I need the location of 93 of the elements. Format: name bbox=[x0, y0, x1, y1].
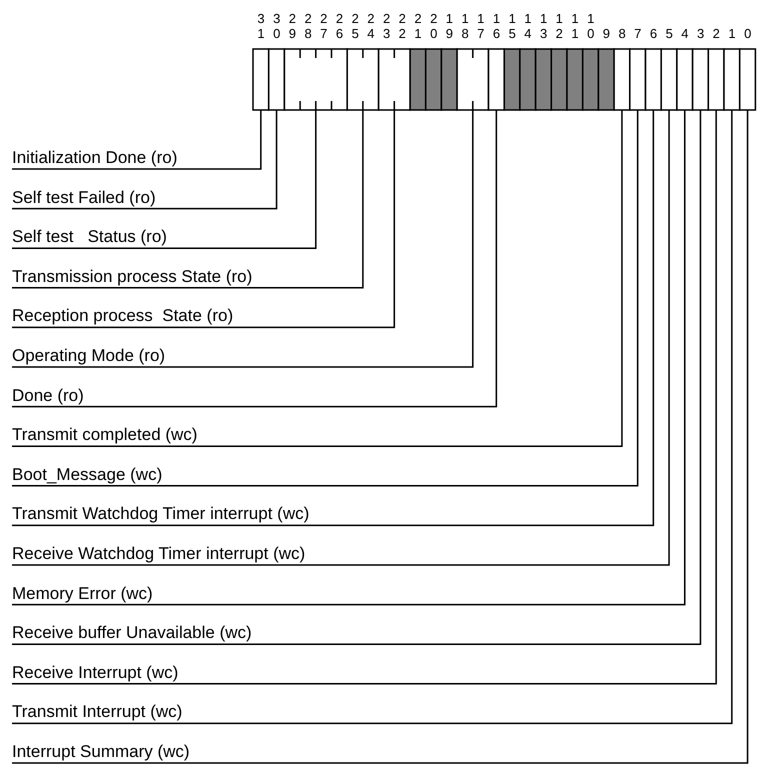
bit-number: 2 bbox=[366, 12, 376, 26]
bit-number: 1 bbox=[492, 12, 502, 26]
bit-number: 3 bbox=[696, 27, 706, 41]
field-label: Receive buffer Unavailable (wc) bbox=[12, 623, 252, 644]
leader-line bbox=[12, 110, 396, 328]
field-label: Boot_Message (wc) bbox=[12, 464, 162, 485]
leader-line bbox=[12, 110, 278, 210]
bit-field bbox=[613, 48, 631, 111]
field-label: Interrupt Summary (wc) bbox=[12, 742, 190, 762]
bit-number: 1 bbox=[538, 12, 548, 26]
bit-number: 0 bbox=[743, 27, 752, 41]
field-label: Transmit completed (wc) bbox=[12, 425, 198, 446]
leader-line bbox=[12, 110, 317, 249]
bit-number: 3 bbox=[272, 12, 282, 26]
bit-number: 6 bbox=[334, 27, 344, 41]
bit-number: 3 bbox=[538, 27, 548, 41]
bit-number: 9 bbox=[602, 27, 611, 41]
bit-field bbox=[708, 48, 725, 111]
bit-number: 0 bbox=[429, 27, 438, 41]
field-label: Memory Error (wc) bbox=[12, 584, 153, 604]
bit-number: 1 bbox=[444, 12, 454, 26]
field-label: Reception process State (ro) bbox=[12, 306, 234, 326]
bit-number: 2 bbox=[712, 27, 721, 41]
bit-number: 2 bbox=[319, 12, 328, 26]
bit-number: 1 bbox=[413, 27, 423, 41]
bit-number: 1 bbox=[460, 12, 470, 26]
bit-field bbox=[629, 48, 646, 111]
bit-number: 4 bbox=[680, 27, 690, 41]
bit-number: 6 bbox=[648, 27, 658, 41]
bit-field bbox=[346, 48, 380, 111]
leader-line bbox=[12, 110, 498, 408]
bit-number: 2 bbox=[413, 12, 423, 26]
bit-number: 2 bbox=[554, 27, 564, 41]
bit-number: 1 bbox=[570, 12, 580, 26]
bit-number: 1 bbox=[570, 27, 580, 41]
bit-number: 7 bbox=[319, 27, 328, 41]
bit-field bbox=[284, 48, 348, 111]
bit-number: 5 bbox=[508, 27, 517, 41]
bit-field bbox=[676, 48, 694, 111]
bit-number: 1 bbox=[256, 27, 266, 41]
bit-field bbox=[660, 48, 678, 111]
leader-line bbox=[12, 110, 364, 289]
bit-number: 9 bbox=[288, 27, 297, 41]
field-label: Done (ro) bbox=[12, 386, 84, 406]
bit-number: 2 bbox=[303, 12, 313, 26]
bit-field bbox=[723, 48, 740, 111]
bit-number: 1 bbox=[586, 12, 596, 26]
bit-number: 1 bbox=[508, 12, 517, 26]
bit-number: 2 bbox=[334, 12, 344, 26]
leader-line bbox=[12, 110, 474, 368]
bit-number: 4 bbox=[523, 27, 532, 41]
field-label: Self test Status (ro) bbox=[12, 227, 167, 248]
bit-number: 1 bbox=[476, 12, 486, 26]
bit-number: 8 bbox=[303, 27, 313, 41]
bit-number: 1 bbox=[727, 27, 737, 41]
bit-number: 2 bbox=[429, 12, 438, 26]
bit-number: 9 bbox=[444, 27, 454, 41]
bit-field bbox=[692, 48, 710, 111]
bit-number: 2 bbox=[350, 12, 360, 26]
bit-number: 5 bbox=[350, 27, 360, 41]
bit-number: 8 bbox=[460, 27, 470, 41]
bit-number: 2 bbox=[398, 27, 407, 41]
bit-number: 6 bbox=[492, 27, 502, 41]
field-label: Transmit Interrupt (wc) bbox=[12, 702, 182, 722]
bit-number: 5 bbox=[664, 27, 674, 41]
bit-field bbox=[378, 48, 411, 111]
field-label: Receive Watchdog Timer interrupt (wc) bbox=[12, 544, 306, 564]
field-label: Operating Mode (ro) bbox=[12, 346, 166, 366]
bit-number: 7 bbox=[633, 27, 642, 41]
bit-field bbox=[644, 48, 662, 111]
bit-number: 7 bbox=[476, 27, 486, 41]
bit-field bbox=[488, 48, 505, 111]
bit-number: 3 bbox=[382, 27, 392, 41]
field-label: Transmission process State (ro) bbox=[12, 266, 252, 287]
bit-number: 4 bbox=[366, 27, 376, 41]
bit-number: 2 bbox=[398, 12, 407, 26]
bit-number: 8 bbox=[617, 27, 627, 41]
bit-field bbox=[456, 48, 490, 111]
bit-field bbox=[268, 48, 286, 111]
field-label: Self test Failed (ro) bbox=[12, 188, 156, 208]
bit-field bbox=[252, 48, 270, 111]
field-label: Initialization Done (ro) bbox=[12, 148, 178, 168]
bit-number: 1 bbox=[523, 12, 532, 26]
bit-number: 0 bbox=[586, 27, 596, 41]
leader-line bbox=[12, 110, 262, 170]
bit-number: 0 bbox=[272, 27, 282, 41]
bit-field bbox=[738, 48, 756, 111]
bit-number: 2 bbox=[382, 12, 392, 26]
bit-number: 3 bbox=[256, 12, 266, 26]
bit-number: 2 bbox=[288, 12, 297, 26]
field-label: Receive Interrupt (wc) bbox=[12, 662, 178, 683]
bit-number: 1 bbox=[554, 12, 564, 26]
field-label: Transmit Watchdog Timer interrupt (wc) bbox=[12, 504, 310, 524]
